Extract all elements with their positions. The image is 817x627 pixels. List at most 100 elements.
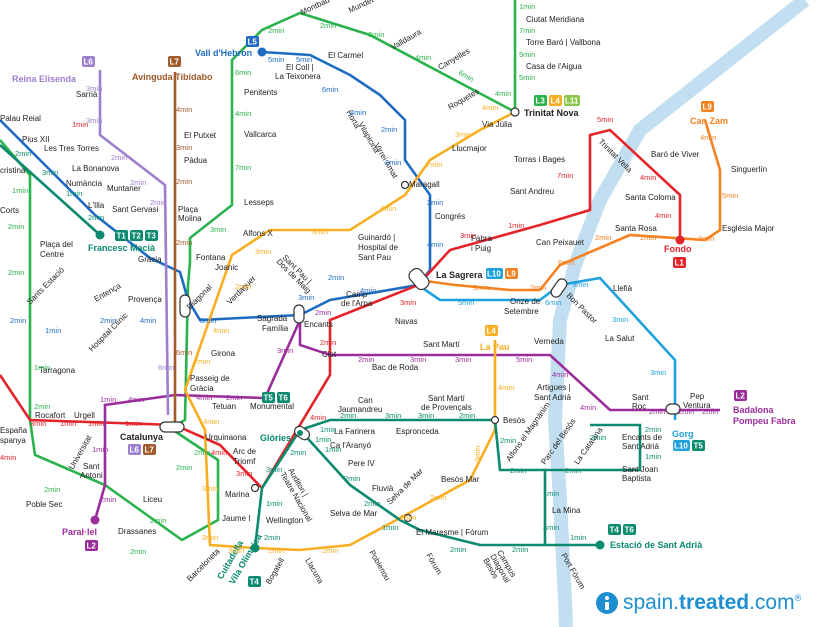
station-navas: Navas xyxy=(395,317,418,326)
brand-logo[interactable]: spain.treated.com® xyxy=(596,588,811,618)
brand-bold: treated xyxy=(679,591,749,614)
station-can-jaumandreu-1: Can xyxy=(358,396,373,405)
label-paral-lel: Paral·lel xyxy=(62,527,97,537)
station-espanya: spanya xyxy=(0,436,26,445)
station-girona: Girona xyxy=(211,349,236,358)
time-label: 2min xyxy=(678,407,694,416)
station-la-farinera: La Farinera xyxy=(334,427,375,436)
time-label: 3min xyxy=(86,84,102,93)
time-label: 2min xyxy=(565,466,581,475)
time-label: 3min xyxy=(418,411,434,420)
station-cristina: cristina xyxy=(0,166,26,175)
station-onze-setembre-1: Onze de xyxy=(510,297,541,306)
station-congres: Congrés xyxy=(435,212,465,221)
time-label: 2min xyxy=(100,495,116,504)
time-label: 1min xyxy=(60,419,76,428)
time-label: 2min xyxy=(268,546,284,555)
time-label: 4min xyxy=(427,240,443,249)
station-clot: Clot xyxy=(322,350,337,359)
time-label: 2min xyxy=(176,238,192,247)
station-drassanes: Drassanes xyxy=(118,527,156,536)
badge-l2-badalona: L2 xyxy=(736,392,746,401)
time-label: 2min xyxy=(364,499,380,508)
station-arc-triomf-2: Triomf xyxy=(233,457,256,466)
time-label: 1min xyxy=(543,489,559,498)
time-label: 6min xyxy=(158,363,174,372)
time-label: 2min xyxy=(88,213,104,222)
station-sant-antoni-2: Antoni xyxy=(80,471,103,480)
time-label: 9min xyxy=(572,280,588,289)
badge-l7-catalunya: L7 xyxy=(145,446,155,455)
station-guinardo-1: Guinardó | xyxy=(358,233,395,242)
time-label: 2min xyxy=(381,125,397,134)
badge-t2: T2 xyxy=(132,232,142,241)
time-label: 2min xyxy=(194,448,210,457)
badge-l6: L6 xyxy=(84,58,94,67)
brand-suffix: .com xyxy=(749,591,795,614)
time-label: 3min xyxy=(543,523,559,532)
badge-l9-sagrera: L9 xyxy=(507,270,517,279)
time-label: 2min xyxy=(400,513,416,522)
label-catalunya: Catalunya xyxy=(120,432,164,442)
badge-l10-gorg: L10 xyxy=(674,442,688,451)
station-llacuna: Llacuna xyxy=(303,557,325,586)
badge-l6-catalunya: L6 xyxy=(130,446,140,455)
station-placa-centre-1: Plaça del xyxy=(40,240,73,249)
time-label: 2min xyxy=(640,233,656,242)
station-sant-marti-dot xyxy=(492,417,499,424)
time-label: 4min xyxy=(640,173,656,182)
brand-text: spain.treated.com® xyxy=(623,591,801,615)
station-can-peixauet: Can Peixauet xyxy=(536,238,585,247)
station-sagrada-familia-2: Família xyxy=(262,324,289,333)
label-la-pau: La Pau xyxy=(480,342,510,352)
time-label: 5min xyxy=(458,298,474,307)
time-label: 2min xyxy=(8,222,24,231)
time-label: 2min xyxy=(344,474,360,483)
time-label: 1min xyxy=(508,221,524,230)
station-sant-joan-baptista-2: Baptista xyxy=(622,474,651,483)
time-label: 1min xyxy=(519,2,535,11)
badge-l4: L4 xyxy=(551,97,561,106)
time-label: 1min xyxy=(266,499,282,508)
time-label: 4min xyxy=(380,204,396,213)
time-label: 2min xyxy=(430,493,446,502)
time-label: 1min xyxy=(12,186,28,195)
station-entenca: Entença xyxy=(93,281,123,304)
station-el-carmel: El Carmel xyxy=(328,51,363,60)
station-molina: Molina xyxy=(178,214,202,223)
station-placa-centre-2: Centre xyxy=(40,250,65,259)
station-encants-adria-1: Encants de xyxy=(622,433,663,442)
time-label: 2min xyxy=(328,273,344,282)
station-placa-molina: Plaça xyxy=(178,205,199,214)
time-label: 1min xyxy=(100,395,116,404)
time-label: 2min xyxy=(10,316,26,325)
time-label: 4min xyxy=(482,103,498,112)
station-espronceda: Espronceda xyxy=(396,427,439,436)
time-label: 3min xyxy=(650,368,666,377)
time-label: 3min xyxy=(455,130,471,139)
station-bogatell: Bogatell xyxy=(264,556,286,586)
station-via-julia: Via Júlia xyxy=(482,120,513,129)
station-tetuan: Tetuan xyxy=(212,402,236,411)
badge-l5: L5 xyxy=(248,38,258,47)
time-label: 3min xyxy=(410,355,426,364)
time-label: 2min xyxy=(322,546,338,555)
station-sant-antoni-1: Sant xyxy=(83,462,100,471)
label-av-tibidabo: Avinguda Tibidabo xyxy=(132,72,213,82)
station-pius-xii: Pius XII xyxy=(22,135,50,144)
time-label: 2min xyxy=(702,407,718,416)
line-l5-blue xyxy=(0,52,430,320)
time-label: 6min xyxy=(235,68,251,77)
terminal-francesc-macia-dot xyxy=(96,231,105,240)
time-label: 2min xyxy=(649,407,665,416)
time-label: 2min xyxy=(459,411,475,420)
station-palau-reial: Palau Reial xyxy=(0,114,41,123)
info-person-icon xyxy=(596,592,618,614)
time-label: 1min xyxy=(382,523,398,532)
time-label: 2min xyxy=(111,153,127,162)
label-fondo: Fondo xyxy=(664,244,692,254)
station-pep-ventura-1: Pep xyxy=(690,392,705,401)
station-arc-triomf-dot xyxy=(252,485,259,492)
station-fontana: Fontana xyxy=(196,253,226,262)
time-label: 4min xyxy=(495,89,511,98)
